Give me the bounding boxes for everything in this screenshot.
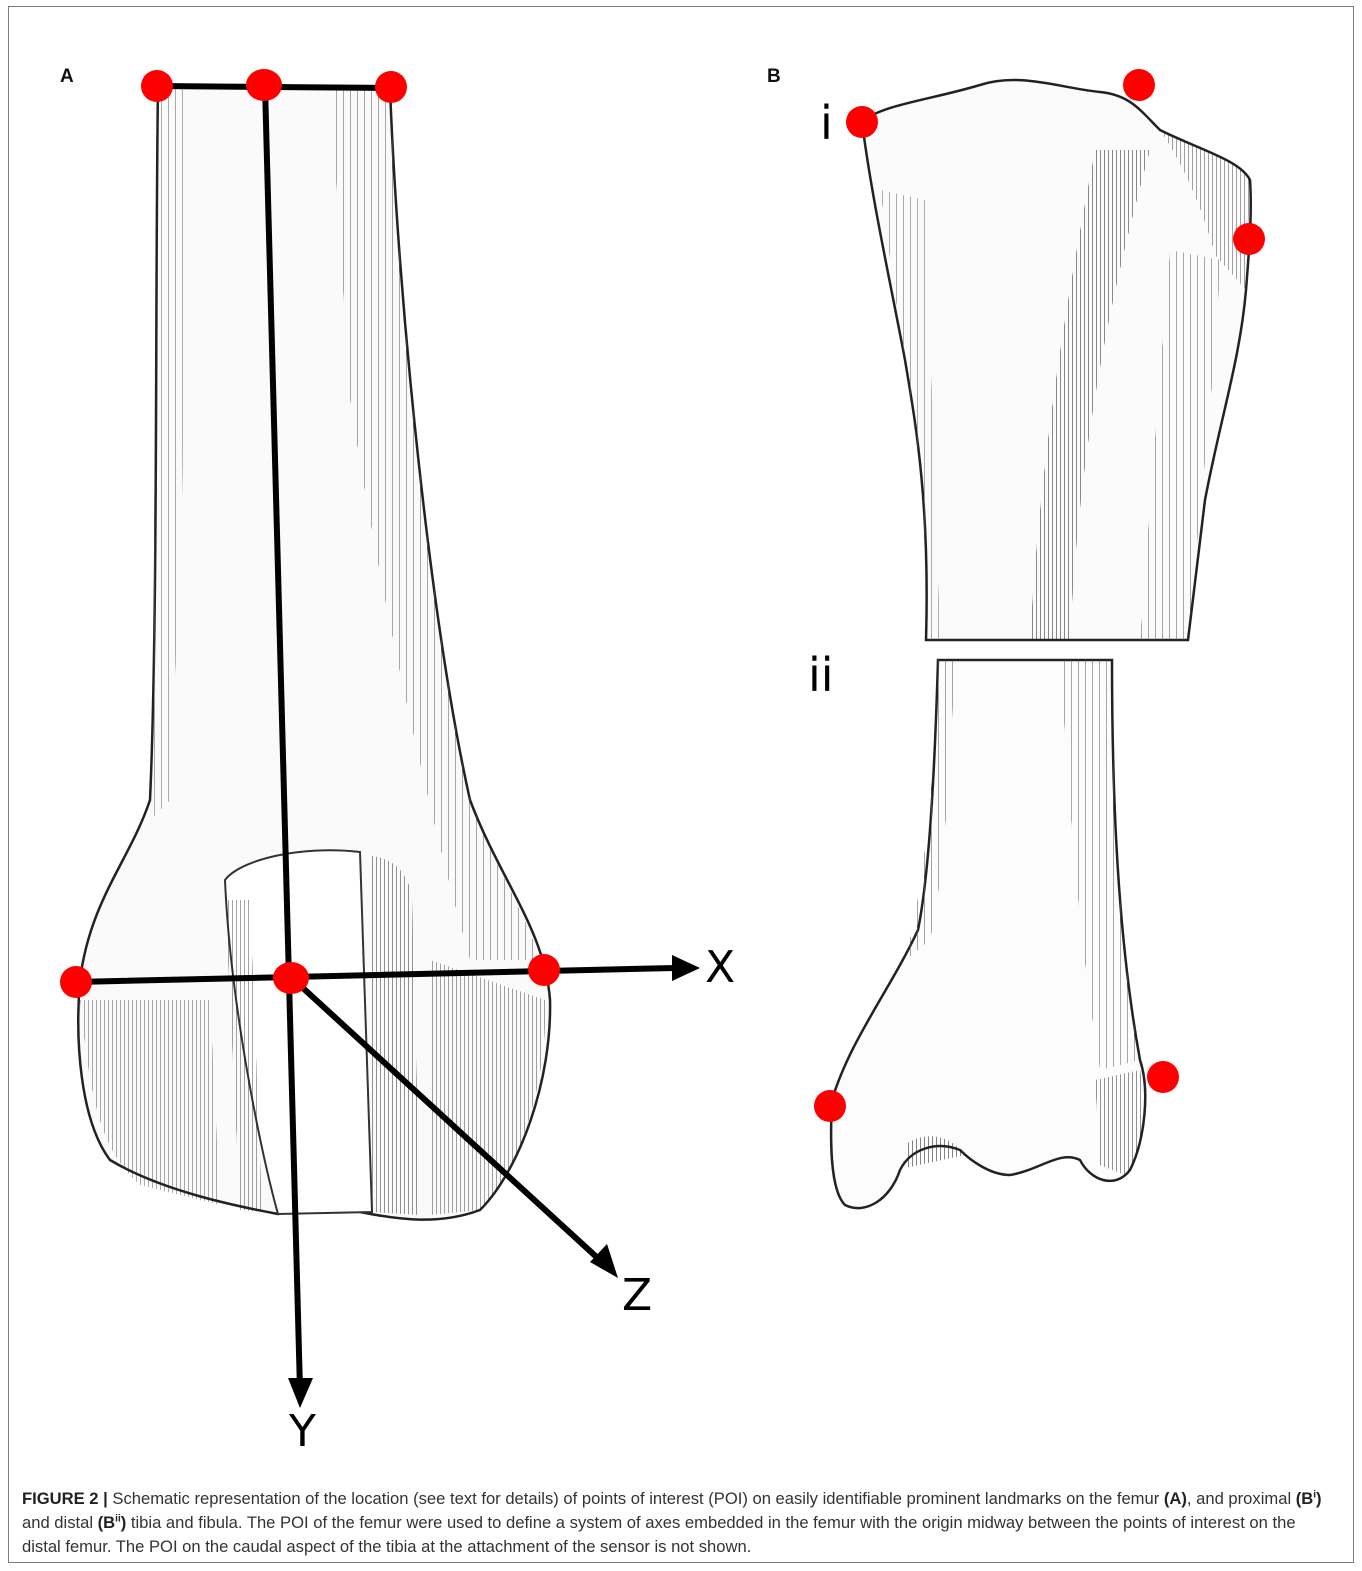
poi-marker bbox=[246, 69, 282, 101]
poi-marker bbox=[846, 106, 878, 138]
z-axis-label: Z bbox=[622, 1274, 652, 1318]
sub-label-i: i bbox=[820, 100, 833, 146]
femur-drawing bbox=[78, 86, 550, 1220]
caption-text: , and proximal bbox=[1187, 1489, 1296, 1508]
panel-a-label: A bbox=[60, 66, 74, 88]
caption-ref-bi: (Bi) bbox=[1296, 1489, 1322, 1508]
x-axis-label: X bbox=[705, 946, 735, 990]
poi-marker bbox=[273, 962, 309, 994]
distal-tibia-drawing bbox=[831, 660, 1145, 1208]
y-arrowhead bbox=[288, 1378, 313, 1408]
caption-ref-bii: (Bii) bbox=[98, 1513, 127, 1532]
caption-label: FIGURE 2 | bbox=[22, 1489, 108, 1508]
proximal-tibia-drawing bbox=[862, 80, 1251, 640]
z-arrowhead bbox=[590, 1244, 618, 1278]
poi-marker bbox=[60, 966, 92, 998]
poi-marker bbox=[528, 954, 560, 986]
poi-marker bbox=[814, 1090, 846, 1122]
poi-marker bbox=[1147, 1061, 1179, 1093]
x-arrowhead bbox=[672, 955, 700, 981]
sub-label-ii: ii bbox=[808, 652, 834, 698]
figure-caption: FIGURE 2 | Schematic representation of t… bbox=[22, 1487, 1332, 1559]
poi-marker bbox=[141, 70, 173, 102]
poi-marker bbox=[1123, 69, 1155, 101]
poi-marker bbox=[1233, 223, 1265, 255]
caption-text: tibia and fibula. The POI of the femur w… bbox=[22, 1513, 1296, 1556]
caption-text: and distal bbox=[22, 1513, 98, 1532]
panel-b-label: B bbox=[767, 66, 781, 88]
poi-marker bbox=[375, 71, 407, 103]
caption-text: Schematic representation of the location… bbox=[108, 1489, 1164, 1508]
caption-ref-a: (A) bbox=[1164, 1489, 1187, 1508]
y-axis-label: Y bbox=[289, 1410, 316, 1454]
